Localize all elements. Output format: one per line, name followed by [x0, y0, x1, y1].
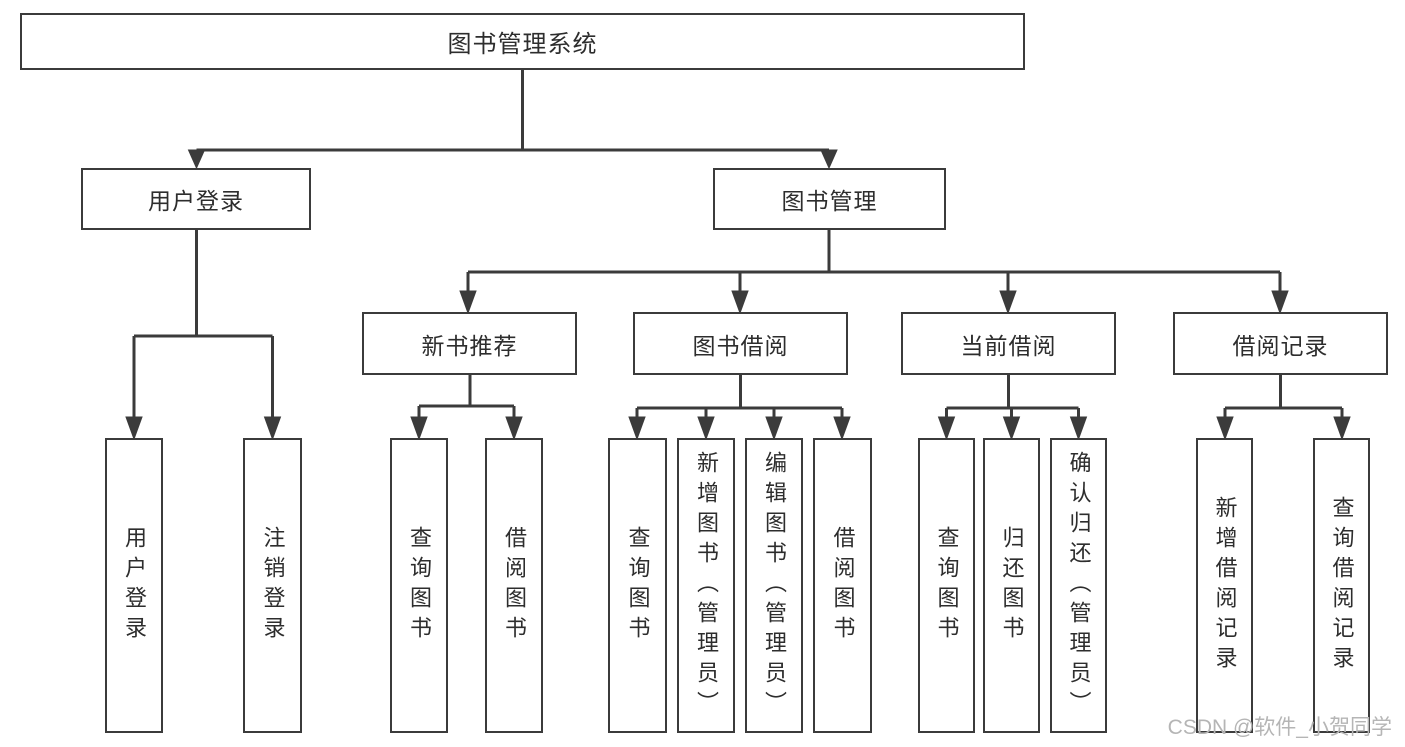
leaf-label: 编辑图书（管理员） [762, 450, 787, 721]
leaf-logout: 注销登录 [243, 438, 302, 733]
node-current-borrowing: 当前借阅 [901, 312, 1116, 375]
leaf-user-login: 用户登录 [105, 438, 163, 733]
watermark-csdn: CSDN @软件_小贺同学 [1167, 716, 1392, 739]
leaf-label: 查询图书 [407, 525, 432, 646]
leaf-label: 新增借阅记录 [1212, 495, 1238, 676]
leaf-label: 确认归还（管理员） [1066, 450, 1092, 721]
node-label: 图书借阅 [692, 332, 789, 359]
leaf-query-borrow-record: 查询借阅记录 [1313, 438, 1370, 733]
node-book-borrowing: 图书借阅 [633, 312, 848, 375]
node-new-book-recommendation: 新书推荐 [362, 312, 577, 375]
leaf-label: 查询图书 [625, 525, 651, 646]
leaf-borrow-books-1: 借阅图书 [485, 438, 543, 733]
leaf-label: 查询借阅记录 [1329, 495, 1355, 676]
leaf-add-book-admin: 新增图书（管理员） [677, 438, 735, 733]
node-library-management-system: 图书管理系统 [20, 13, 1025, 70]
leaf-label: 借阅图书 [830, 525, 856, 646]
node-label: 新书推荐 [421, 332, 518, 359]
node-label: 图书管理系统 [447, 31, 598, 58]
leaf-label: 借阅图书 [502, 525, 527, 646]
leaf-return-books: 归还图书 [983, 438, 1040, 733]
leaf-label: 新增图书（管理员） [694, 450, 719, 721]
leaf-borrow-books-2: 借阅图书 [813, 438, 872, 733]
node-label: 图书管理 [781, 188, 878, 214]
leaf-label: 归还图书 [999, 525, 1025, 646]
leaf-add-borrow-record: 新增借阅记录 [1196, 438, 1253, 733]
node-borrowing-records: 借阅记录 [1173, 312, 1388, 375]
leaf-confirm-return-admin: 确认归还（管理员） [1050, 438, 1107, 733]
leaf-query-books-2: 查询图书 [608, 438, 667, 733]
leaf-label: 用户登录 [122, 525, 147, 646]
leaf-query-books-1: 查询图书 [390, 438, 448, 733]
node-label: 借阅记录 [1232, 332, 1329, 359]
leaf-edit-book-admin: 编辑图书（管理员） [745, 438, 803, 733]
node-label: 用户登录 [148, 188, 244, 214]
leaf-query-books-3: 查询图书 [918, 438, 975, 733]
leaf-label: 注销登录 [260, 525, 286, 646]
leaf-label: 查询图书 [934, 525, 960, 646]
node-user-login-branch: 用户登录 [81, 168, 311, 230]
node-book-management: 图书管理 [713, 168, 946, 230]
node-label: 当前借阅 [960, 332, 1057, 359]
